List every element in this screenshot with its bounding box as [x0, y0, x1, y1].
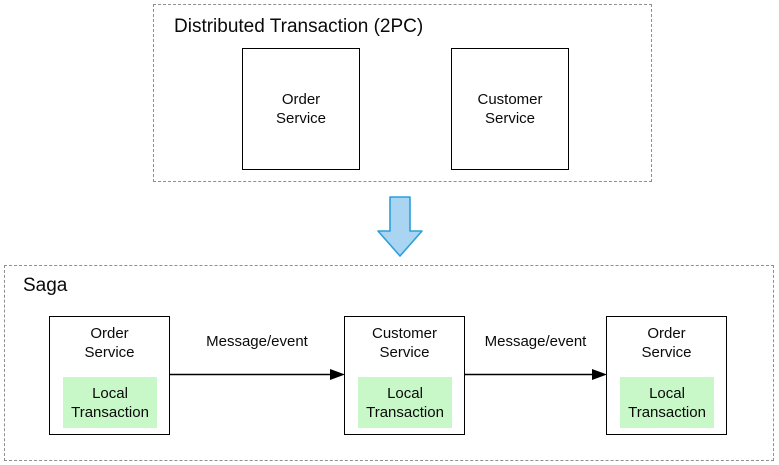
saga-order-service-label-2: Order Service	[641, 325, 692, 361]
panel-saga: Saga Order Service Local Transaction Mes…	[4, 265, 774, 461]
panel-2pc-title: Distributed Transaction (2PC)	[174, 16, 424, 37]
saga-customer-service-label: Customer Service	[371, 325, 438, 361]
down-arrow-shape	[377, 196, 423, 257]
saga-order-service-box-2: Order Service Local Transaction	[606, 316, 727, 435]
2pc-order-service-box: Order Service	[242, 48, 360, 170]
2pc-order-service-label: Order Service	[275, 91, 327, 127]
2pc-customer-service-label: Customer Service	[477, 91, 543, 127]
saga-local-transaction-2: Local Transaction	[358, 377, 452, 428]
saga-customer-service-box: Customer Service Local Transaction	[344, 316, 465, 435]
message-event-label-2: Message/event	[484, 333, 587, 350]
message-event-arrow-2	[464, 369, 607, 380]
saga-local-transaction-1: Local Transaction	[63, 377, 157, 428]
saga-local-transaction-3: Local Transaction	[620, 377, 714, 428]
message-event-arrow-1	[169, 369, 345, 380]
saga-order-service-box-1: Order Service Local Transaction	[49, 316, 170, 435]
2pc-customer-service-box: Customer Service	[451, 48, 569, 170]
arrow-head	[330, 369, 345, 380]
panel-saga-title: Saga	[23, 275, 68, 296]
down-arrow-icon	[377, 196, 423, 257]
message-event-label-1: Message/event	[206, 333, 308, 350]
saga-order-service-label-1: Order Service	[84, 325, 135, 361]
panel-distributed-transaction-2pc: Distributed Transaction (2PC) Order Serv…	[153, 4, 652, 182]
arrow-head	[592, 369, 607, 380]
